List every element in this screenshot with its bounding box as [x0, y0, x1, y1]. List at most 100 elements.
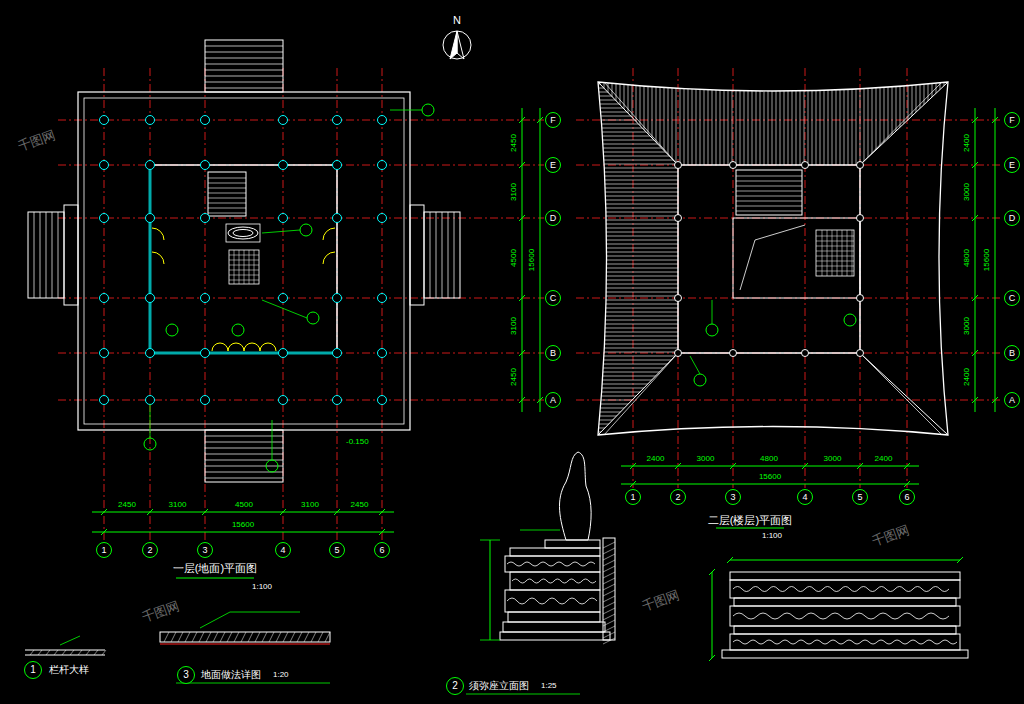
roof-outline — [598, 82, 948, 435]
roof-tile — [916, 80, 917, 166]
stair-tread — [52, 212, 53, 298]
roof-tile — [596, 240, 680, 241]
roof-tile — [796, 80, 797, 166]
roof-tile — [624, 80, 625, 166]
pedestal-course — [505, 590, 600, 612]
roof-tile — [596, 304, 680, 305]
drawing-title: 二层(楼层)平面图 — [707, 515, 793, 526]
hip-line — [860, 353, 948, 435]
elevation-mark: -0.150 — [345, 438, 370, 446]
callout-mark — [706, 324, 718, 336]
roof-tile — [596, 408, 680, 409]
floor-grid — [816, 230, 854, 276]
roof-tile — [596, 100, 680, 101]
column — [100, 116, 109, 125]
stair-tread — [208, 188, 246, 189]
roof-tile — [596, 300, 680, 301]
roof-tile — [596, 228, 680, 229]
dimension-tick — [519, 350, 525, 356]
axis-number: C — [1009, 294, 1016, 303]
floor-grid-line — [816, 256, 854, 257]
drawing-title: 须弥座立面图 — [468, 681, 530, 691]
roof-tile — [748, 80, 749, 166]
axis-line — [805, 68, 806, 488]
stair-tread — [436, 212, 437, 298]
axis-number: 1 — [101, 546, 106, 555]
floor-grid-line — [847, 230, 848, 276]
dimension: 3100 — [510, 316, 518, 336]
dimension-line — [730, 560, 960, 561]
callout-mark — [144, 438, 156, 450]
watermark: 千图网 — [639, 587, 682, 613]
stair-tread — [208, 183, 246, 184]
column — [857, 162, 864, 169]
stair-tread — [205, 454, 283, 455]
scale: 1:100 — [761, 532, 783, 540]
column — [146, 116, 155, 125]
hip-line — [598, 353, 678, 435]
section-hatch — [54, 650, 58, 655]
scale: 1:100 — [251, 583, 273, 591]
leader-line — [262, 230, 300, 233]
section-hatch — [603, 566, 615, 572]
stair-tread — [208, 203, 246, 204]
dimension-line — [975, 108, 976, 412]
roof-tile — [764, 80, 765, 166]
pedestal-course — [734, 626, 956, 634]
section-hatch — [199, 632, 204, 642]
roof-tile — [596, 104, 680, 105]
roof-tile — [816, 80, 817, 166]
roof-tile — [632, 80, 633, 166]
stair-tread — [205, 76, 283, 77]
axis-number: 1 — [30, 665, 36, 675]
axis-bubble: D — [1004, 210, 1020, 226]
roof-tile — [756, 80, 757, 166]
axis-line — [58, 353, 544, 354]
roof-tile — [596, 144, 680, 145]
roof-tile — [596, 264, 680, 265]
floor-grid-line — [816, 271, 854, 272]
roof-tile — [800, 80, 801, 166]
roof-tile — [896, 80, 897, 166]
scale: 1:25 — [540, 682, 558, 690]
roof-tile — [804, 80, 805, 166]
axis-bubble: 4 — [275, 542, 291, 558]
altar-table — [226, 224, 260, 242]
column — [100, 214, 109, 223]
stair-tread — [208, 178, 246, 179]
roof-tile — [596, 308, 680, 309]
stair-tread — [736, 186, 802, 187]
dimension-tick — [709, 569, 715, 575]
stair — [205, 40, 283, 92]
dimension-tick — [101, 529, 107, 535]
roof-tile — [596, 400, 680, 401]
column — [675, 162, 682, 169]
dimension: 4500 — [234, 501, 254, 509]
axis-number: E — [550, 161, 556, 170]
axis-line — [633, 68, 634, 488]
column — [378, 294, 387, 303]
pedestal-course — [505, 556, 600, 572]
callout-mark — [307, 312, 319, 324]
pedestal-elevation — [480, 452, 615, 644]
floor-grid-line — [254, 250, 255, 284]
roof-tile — [776, 80, 777, 166]
axis-bubble: 4 — [797, 489, 813, 505]
axis-number: 4 — [280, 546, 285, 555]
axis-bubble: 2 — [142, 542, 158, 558]
section-hatch — [220, 632, 225, 642]
floor-grid-line — [842, 230, 843, 276]
dimension: 15600 — [758, 473, 782, 481]
pedestal-course — [500, 632, 610, 640]
axis-bubble: D — [545, 210, 561, 226]
dimension: 2450 — [117, 501, 137, 509]
roof-tile — [596, 384, 680, 385]
stair-tread — [736, 181, 802, 182]
roof-tile — [596, 160, 680, 161]
floor-grid-line — [816, 236, 854, 237]
statue-outline — [559, 452, 591, 540]
stair-tread — [736, 191, 802, 192]
leader-line — [390, 110, 422, 111]
ornament — [733, 587, 949, 592]
column — [857, 350, 864, 357]
